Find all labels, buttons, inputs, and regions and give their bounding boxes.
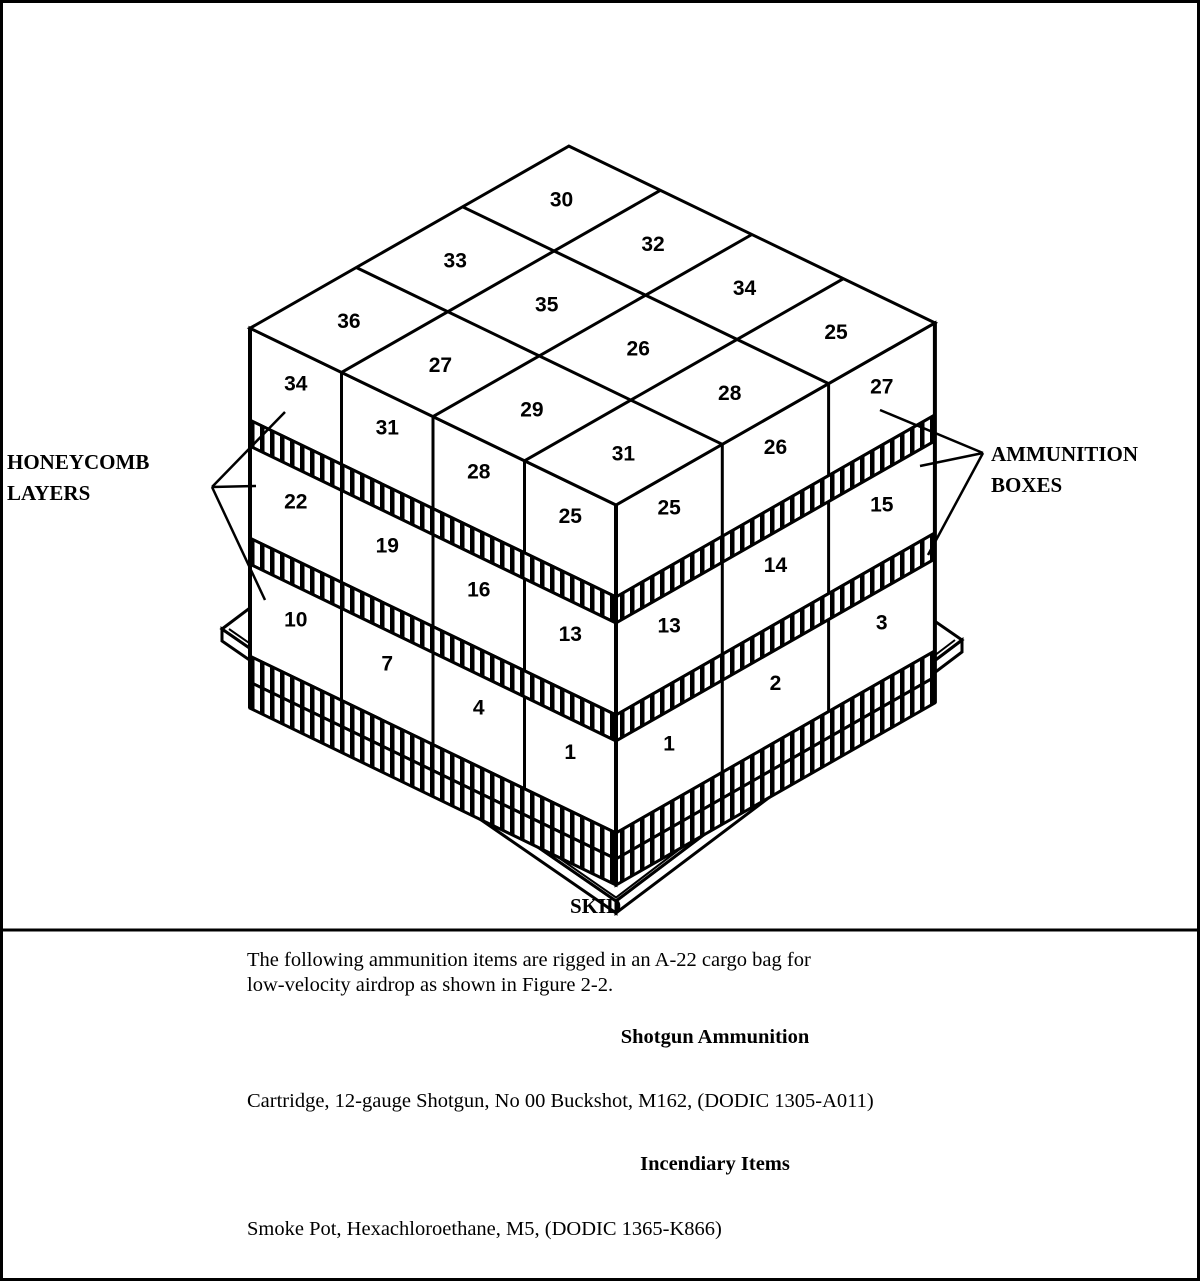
left-box-number: 19: [376, 535, 399, 558]
left-box-number: 1: [564, 741, 576, 764]
ammunition-leader-line: [879, 408, 984, 455]
right-box-number: 26: [764, 436, 787, 459]
top-box-number: 27: [429, 354, 452, 377]
honeycomb-leader-line: [210, 486, 267, 601]
ammunition-label-line2: BOXES: [991, 473, 1062, 497]
skid-label: SKID: [570, 894, 621, 918]
ammunition-leader-line: [926, 452, 985, 556]
top-grid-line: [432, 233, 753, 418]
right-box-number: 25: [657, 497, 681, 520]
honeycomb-leader-line: [211, 411, 286, 488]
honeycomb-label-line2: LAYERS: [7, 481, 90, 505]
honeycomb-label-line1: HONEYCOMB: [7, 450, 149, 474]
top-grid-line: [355, 266, 723, 446]
top-box-number: 26: [627, 338, 650, 361]
intro-line-1: The following ammunition items are rigge…: [247, 949, 811, 971]
top-grid-line: [461, 205, 830, 385]
top-box-number: 28: [718, 382, 742, 405]
ammunition-leader-line: [919, 451, 984, 468]
right-box-number: 13: [657, 615, 680, 638]
left-box-number: 28: [467, 461, 491, 484]
intro-paragraph: The following ammunition items are rigge…: [247, 948, 811, 998]
top-box-number: 32: [641, 233, 664, 256]
right-box-number: 15: [870, 493, 894, 516]
left-box-number: 22: [284, 490, 307, 513]
left-box-number: 34: [284, 372, 308, 395]
top-box-number: 30: [550, 189, 573, 212]
left-box-number: 16: [467, 579, 490, 602]
intro-line-2: low-velocity airdrop as shown in Figure …: [247, 974, 614, 996]
right-box-number: 27: [870, 375, 893, 398]
top-box-number: 29: [520, 398, 543, 421]
top-box-number: 31: [612, 443, 636, 466]
left-box-number: 25: [559, 505, 583, 528]
top-grid-line: [340, 188, 662, 374]
left-box-number: 13: [559, 623, 582, 646]
top-box-number: 25: [824, 321, 848, 344]
section-heading-shotgun: Shotgun Ammunition: [620, 1026, 810, 1048]
section-item-shotgun: Cartridge, 12-gauge Shotgun, No 00 Bucks…: [247, 1090, 874, 1112]
right-box-number: 1: [663, 733, 675, 756]
top-box-number: 34: [733, 277, 757, 300]
left-box-number: 7: [381, 653, 393, 676]
left-box-number: 31: [376, 417, 400, 440]
leader-lines: [210, 408, 985, 882]
top-grid-line: [523, 277, 845, 463]
right-box-number: 3: [876, 611, 888, 634]
right-box-number: 2: [770, 672, 782, 695]
top-box-number: 35: [535, 293, 559, 316]
section-item-incendiary: Smoke Pot, Hexachloroethane, M5, (DODIC …: [247, 1218, 722, 1240]
left-box-number: 4: [473, 697, 485, 720]
left-box-number: 10: [284, 608, 307, 631]
honeycomb-leader-line: [211, 484, 257, 489]
ammunition-label-line1: AMMUNITION: [991, 442, 1138, 466]
top-box-number: 36: [337, 310, 360, 333]
top-box-number: 33: [444, 249, 467, 272]
section-heading-incendiary: Incendiary Items: [640, 1153, 790, 1175]
right-box-number: 14: [764, 554, 788, 577]
